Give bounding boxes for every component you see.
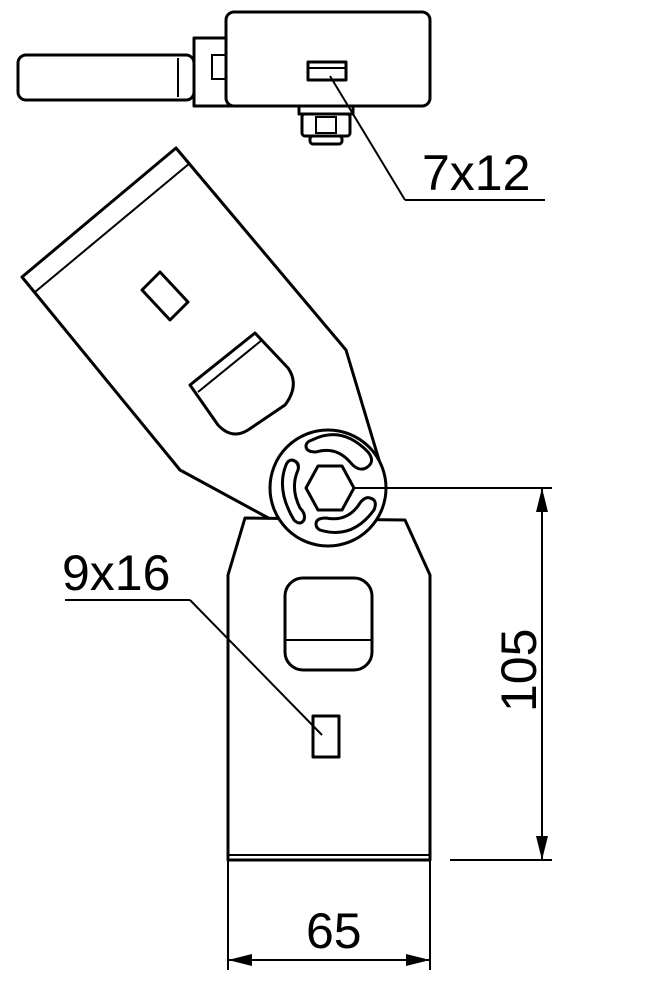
dimension-height [355,487,552,861]
hinge-arc-slot-top [304,433,373,471]
top-slot [306,60,348,82]
leader-7x12 [329,75,545,201]
slot-top-label: 7x12 [422,145,530,201]
hinge-arc-slot-bottom [314,496,377,534]
upper-small-slot [140,270,190,322]
dimension-width [227,860,431,970]
leader-9x16 [65,599,323,736]
hinge-arc-slot-left [280,458,306,525]
lower-plate-outline [226,516,432,862]
lower-large-opening [283,576,374,672]
clamp-body [224,10,432,108]
clamp-handle [16,53,196,102]
clamp-bolt-end [308,134,344,146]
lower-slot [311,714,341,759]
upper-large-opening [188,331,295,436]
slot-bottom-label: 9x16 [62,545,170,601]
top-view-clamp [16,10,432,146]
hinge [268,428,388,548]
width-label: 65 [306,903,362,959]
height-label: 105 [491,629,547,712]
lower-plate [226,516,432,862]
hexagon-bolt-icon [304,464,356,512]
